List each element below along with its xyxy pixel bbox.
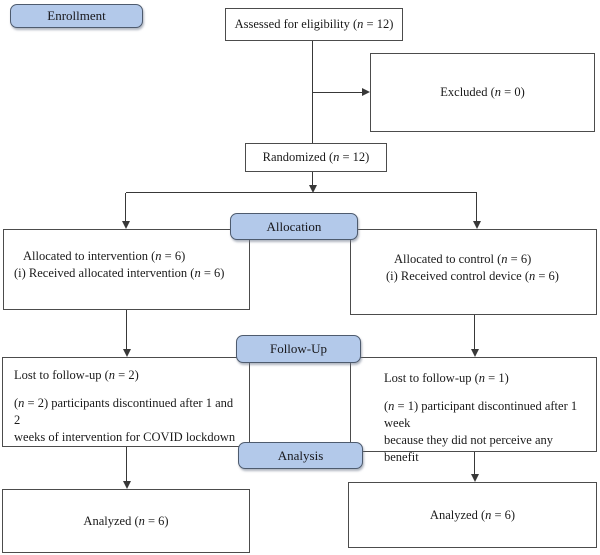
arrowhead-allocation-left (122, 221, 130, 229)
allocated-control-box: Allocated to control (n = 6) (i) Receive… (350, 229, 597, 315)
stage-label-analysis: Analysis (238, 442, 363, 469)
allocated-intervention-line2: (i) Received allocated intervention (n =… (14, 266, 225, 280)
analyzed-intervention-text: Analyzed (n = 6) (83, 513, 169, 528)
lost-followup-control-heading: Lost to follow-up (n = 1) (384, 371, 509, 385)
assessed-eligibility-box: Assessed for eligibility (n = 12) (225, 8, 403, 41)
assessed-eligibility-text: Assessed for eligibility (n = 12) (234, 17, 394, 31)
connector-branch-left (125, 193, 127, 222)
allocated-intervention-box: Allocated to intervention (n = 6) (i) Re… (3, 229, 250, 310)
connector-assessed-to-randomized (312, 41, 314, 143)
connector-alloc-to-followup-right (474, 315, 476, 350)
arrowhead-randomized-branch (309, 185, 317, 193)
lost-followup-control-detail-line1: (n = 1) participant discontinued after 1… (384, 399, 578, 430)
lost-followup-intervention-detail-line1: (n = 2) participants discontinued after … (14, 396, 234, 427)
arrowhead-analyzed-right (471, 474, 479, 482)
excluded-box: Excluded (n = 0) (370, 53, 595, 132)
allocated-control-line2: (i) Received control device (n = 6) (386, 269, 559, 283)
analyzed-control-box: Analyzed (n = 6) (348, 482, 597, 548)
arrowhead-excluded (362, 88, 370, 96)
arrowhead-followup-right (471, 349, 479, 357)
excluded-text: Excluded (n = 0) (440, 85, 525, 99)
connector-randomized-down (312, 172, 314, 186)
stage-label-enrollment: Enrollment (10, 4, 143, 28)
stage-label-allocation: Allocation (230, 213, 358, 240)
lost-followup-intervention-box: Lost to follow-up (n = 2) (n = 2) partic… (2, 357, 250, 447)
arrowhead-analyzed-left (123, 481, 131, 489)
allocated-control-line1: Allocated to control (n = 6) (394, 252, 532, 266)
arrowhead-followup-left (123, 349, 131, 357)
connector-to-excluded (313, 92, 363, 94)
lost-followup-intervention-detail-line2: weeks of intervention for COVID lockdown (14, 430, 236, 444)
connector-followup-to-analyzed-left (126, 447, 128, 482)
stage-label-followup: Follow-Up (236, 335, 361, 363)
connector-branch-horizontal (126, 192, 477, 194)
connector-branch-right (476, 193, 478, 222)
connector-followup-to-analyzed-right (474, 452, 476, 475)
randomized-text: Randomized (n = 12) (262, 150, 370, 164)
randomized-box: Randomized (n = 12) (245, 143, 387, 172)
lost-followup-control-box: Lost to follow-up (n = 1) (n = 1) partic… (350, 357, 597, 464)
lost-followup-control-detail-line2: because they did not perceive any benefi… (384, 433, 554, 464)
lost-followup-intervention-heading: Lost to follow-up (n = 2) (14, 368, 139, 382)
connector-alloc-to-followup-left (126, 310, 128, 350)
arrowhead-allocation-right (473, 221, 481, 229)
analyzed-intervention-box: Analyzed (n = 6) (2, 489, 250, 553)
analyzed-control-text: Analyzed (n = 6) (429, 507, 516, 522)
allocated-intervention-line1: Allocated to intervention (n = 6) (23, 249, 186, 263)
